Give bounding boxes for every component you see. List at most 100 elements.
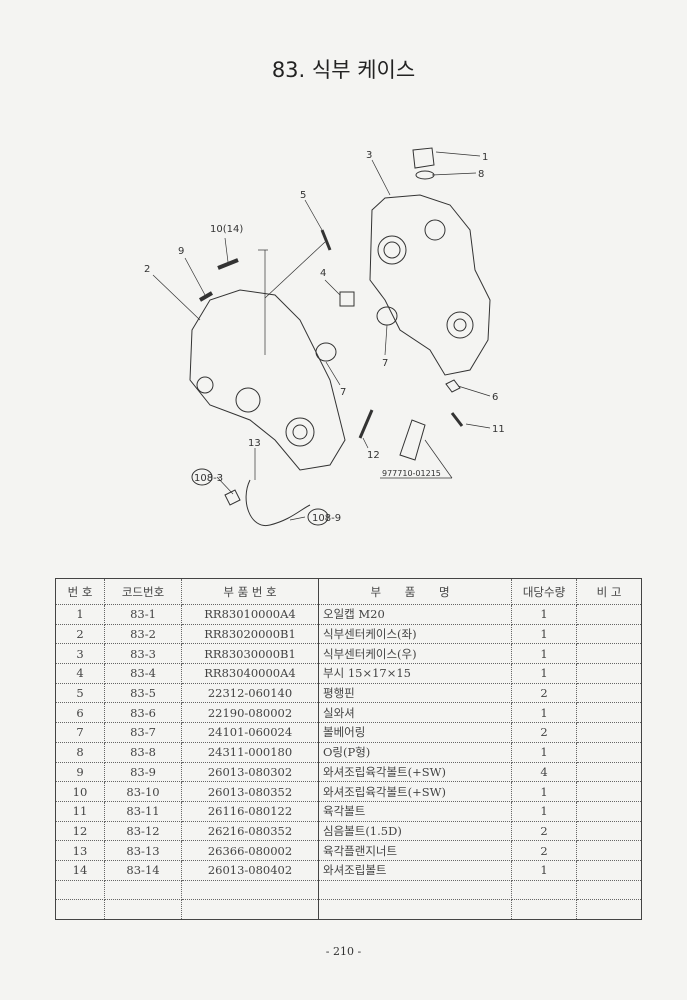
- row-number: [55, 879, 105, 901]
- row-number: [55, 899, 105, 920]
- remarks: [576, 643, 642, 665]
- row-number: 5: [55, 682, 105, 704]
- part-name: 볼베어링: [318, 722, 512, 743]
- right-case-part: [369, 194, 491, 376]
- exploded-parts-diagram: 1 8 3 5 10(14) 9 2 4 7 7 6 11 12 13 108-…: [144, 147, 505, 526]
- quantity: [511, 899, 577, 920]
- row-number: 10: [55, 781, 105, 802]
- code-number: 83-4: [104, 663, 182, 684]
- row-number: 8: [55, 741, 105, 763]
- quantity: 1: [511, 623, 577, 645]
- remarks: [576, 859, 642, 881]
- quantity: 2: [511, 820, 577, 842]
- remarks: [576, 741, 642, 763]
- header-part-name: 부 품 명: [318, 578, 512, 605]
- callout-7b: 7: [382, 358, 388, 369]
- part-name: 심음볼트(1.5D): [318, 820, 512, 842]
- remarks: [576, 722, 642, 743]
- row-number: 11: [55, 800, 105, 822]
- code-number: [104, 879, 182, 901]
- page-title: 83. 식부 케이스: [271, 58, 416, 82]
- part-number: 26013-080402: [181, 859, 319, 881]
- code-number: [104, 899, 182, 920]
- callout-7a: 7: [340, 387, 346, 398]
- callout-10-14: 10(14): [210, 224, 243, 235]
- header-quantity: 대당수량: [511, 578, 577, 605]
- part-number: 24101-060024: [181, 722, 319, 743]
- remarks: [576, 899, 642, 920]
- callout-5: 5: [300, 190, 306, 201]
- remarks: [576, 604, 642, 625]
- part-name: 육각볼트: [318, 800, 512, 822]
- part-number: 26366-080002: [181, 840, 319, 861]
- code-number: 83-11: [104, 800, 182, 822]
- part-number: [181, 899, 319, 920]
- quantity: 1: [511, 781, 577, 802]
- quantity: 1: [511, 859, 577, 881]
- code-number: 83-10: [104, 781, 182, 802]
- callout-3: 3: [366, 150, 372, 161]
- code-number: 83-13: [104, 840, 182, 861]
- callout-108-3: 108-3: [194, 473, 223, 484]
- part-number: 26013-080352: [181, 781, 319, 802]
- part-name: O링(P형): [318, 741, 512, 763]
- part-name: 육각플랜지너트: [318, 840, 512, 861]
- code-number: 83-6: [104, 702, 182, 724]
- row-number: 7: [55, 722, 105, 743]
- remarks: [576, 820, 642, 842]
- code-number: 83-1: [104, 604, 182, 625]
- callout-6: 6: [492, 392, 498, 403]
- quantity: 1: [511, 702, 577, 724]
- row-number: 3: [55, 643, 105, 665]
- code-number: 83-7: [104, 722, 182, 743]
- code-number: 83-3: [104, 643, 182, 665]
- page-number: - 210 -: [325, 945, 362, 958]
- row-number: 6: [55, 702, 105, 724]
- callout-11: 11: [492, 424, 505, 435]
- quantity: [511, 879, 577, 901]
- quantity: 1: [511, 663, 577, 684]
- quantity: 4: [511, 761, 577, 783]
- part-number: 26116-080122: [181, 800, 319, 822]
- remarks: [576, 663, 642, 684]
- code-number: 83-12: [104, 820, 182, 842]
- quantity: 1: [511, 800, 577, 822]
- header-part-number: 부 품 번 호: [181, 578, 319, 605]
- tool-part-number: 977710-01215: [382, 469, 441, 478]
- part-name: 실와셔: [318, 702, 512, 724]
- remarks: [576, 781, 642, 802]
- remarks: [576, 879, 642, 901]
- table-row: [55, 879, 642, 901]
- callout-9: 9: [178, 246, 184, 257]
- code-number: 83-9: [104, 761, 182, 783]
- part-name: 부시 15×17×15: [318, 663, 512, 684]
- quantity: 1: [511, 604, 577, 625]
- callout-108-9: 108-9: [312, 513, 341, 524]
- part-number: RR83010000A4: [181, 604, 319, 625]
- header-number: 번 호: [55, 578, 105, 605]
- part-name: 와셔조립육각볼트(+SW): [318, 781, 512, 802]
- part-name: [318, 899, 512, 920]
- part-name: 와셔조립볼트: [318, 859, 512, 881]
- quantity: 2: [511, 722, 577, 743]
- callout-12: 12: [367, 450, 380, 461]
- callout-2: 2: [144, 264, 150, 275]
- part-number: 24311-000180: [181, 741, 319, 763]
- table-row: [55, 899, 642, 920]
- header-remarks: 비 고: [576, 578, 642, 605]
- part-number: 22312-060140: [181, 682, 319, 704]
- callout-1: 1: [482, 152, 488, 163]
- row-number: 12: [55, 820, 105, 842]
- row-number: 1: [55, 604, 105, 625]
